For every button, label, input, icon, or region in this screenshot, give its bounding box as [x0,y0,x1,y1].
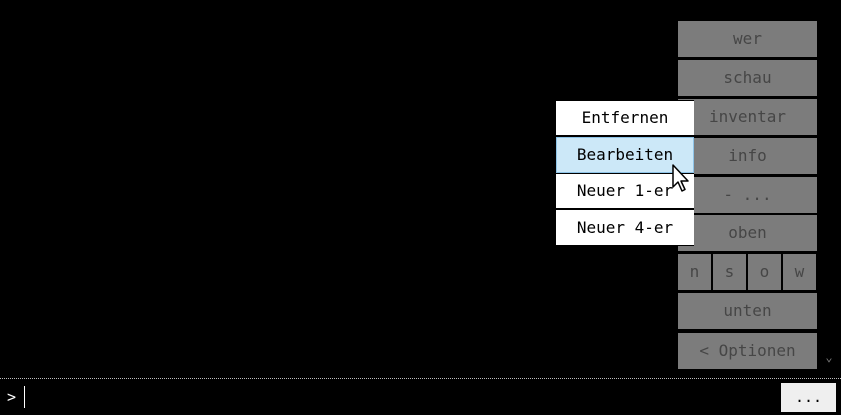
up-button[interactable]: oben [678,215,817,251]
prompt-symbol: > [7,388,17,406]
options-button[interactable]: < Optionen [678,333,817,369]
more-button[interactable]: ... [781,383,836,412]
command-input[interactable] [24,386,767,408]
down-button[interactable]: unten [678,293,817,329]
menu-item-edit[interactable]: Bearbeiten [556,137,694,173]
north-button[interactable]: n [678,254,711,290]
schau-button[interactable]: schau [678,60,817,96]
chevron-down-icon[interactable]: ⌄ [825,350,833,364]
inventar-button[interactable]: inventar [678,99,817,135]
east-button[interactable]: o [748,254,781,290]
west-button[interactable]: w [783,254,816,290]
context-menu: Entfernen Bearbeiten Neuer 1-er Neuer 4-… [556,100,694,246]
divider [0,378,841,379]
more-actions-button[interactable]: - ... [678,177,817,213]
wer-button[interactable]: wer [678,21,817,57]
menu-item-new-4[interactable]: Neuer 4-er [556,210,694,245]
south-button[interactable]: s [713,254,746,290]
info-button[interactable]: info [678,138,817,174]
menu-item-remove[interactable]: Entfernen [556,101,694,135]
menu-item-new-1[interactable]: Neuer 1-er [556,174,694,208]
